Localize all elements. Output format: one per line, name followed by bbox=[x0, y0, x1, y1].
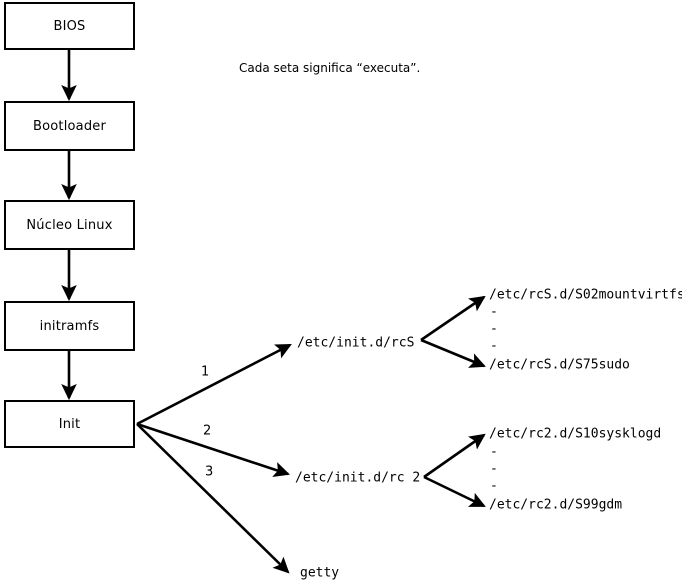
node-bootloader-label: Bootloader bbox=[32, 118, 107, 134]
branch-number-1: 1 bbox=[201, 364, 210, 380]
node-kernel-label: Núcleo Linux bbox=[26, 217, 113, 233]
rcs-ellipsis-dot-2: - bbox=[490, 321, 498, 337]
label-init-d-rc2: /etc/init.d/rc 2 bbox=[295, 470, 421, 486]
init-branch-arrow-2 bbox=[136, 422, 290, 477]
label-rc2-first-script: /etc/rc2.d/S10sysklogd bbox=[489, 426, 662, 442]
init-branch-arrow-1 bbox=[136, 343, 292, 426]
rcs-ellipsis-dot-1: - bbox=[490, 304, 498, 320]
rcs-ellipsis-dot-3: - bbox=[490, 338, 498, 354]
init-branch-arrow-3 bbox=[136, 423, 290, 574]
node-bios: BIOS bbox=[4, 2, 135, 50]
node-kernel: Núcleo Linux bbox=[4, 200, 135, 250]
node-initramfs: initramfs bbox=[4, 301, 135, 351]
rcs-branch-arrow-1 bbox=[420, 295, 486, 342]
branch-number-2: 2 bbox=[203, 423, 212, 439]
branch-number-3: 3 bbox=[205, 464, 214, 480]
rc2-branch-arrow-2 bbox=[423, 475, 486, 508]
label-init-d-rcs: /etc/init.d/rcS bbox=[297, 335, 415, 351]
rc2-ellipsis-dot-3: - bbox=[490, 478, 498, 494]
rc2-ellipsis-dot-1: - bbox=[490, 444, 498, 460]
label-rcs-first-script: /etc/rcS.d/S02mountvirtfs bbox=[489, 287, 682, 303]
node-bios-label: BIOS bbox=[53, 18, 86, 34]
label-rc2-last-script: /etc/rc2.d/S99gdm bbox=[489, 497, 623, 513]
label-rcs-last-script: /etc/rcS.d/S75sudo bbox=[489, 357, 630, 373]
node-bootloader: Bootloader bbox=[4, 101, 135, 151]
node-init: Init bbox=[4, 400, 135, 448]
rcs-branch-arrow-2 bbox=[420, 338, 486, 368]
node-initramfs-label: initramfs bbox=[39, 318, 100, 334]
node-init-label: Init bbox=[58, 416, 81, 432]
label-getty: getty bbox=[300, 565, 340, 581]
legend-note: Cada seta significa “executa”. bbox=[239, 61, 421, 75]
rc2-branch-arrow-1 bbox=[423, 433, 486, 479]
rc2-ellipsis-dot-2: - bbox=[490, 461, 498, 477]
